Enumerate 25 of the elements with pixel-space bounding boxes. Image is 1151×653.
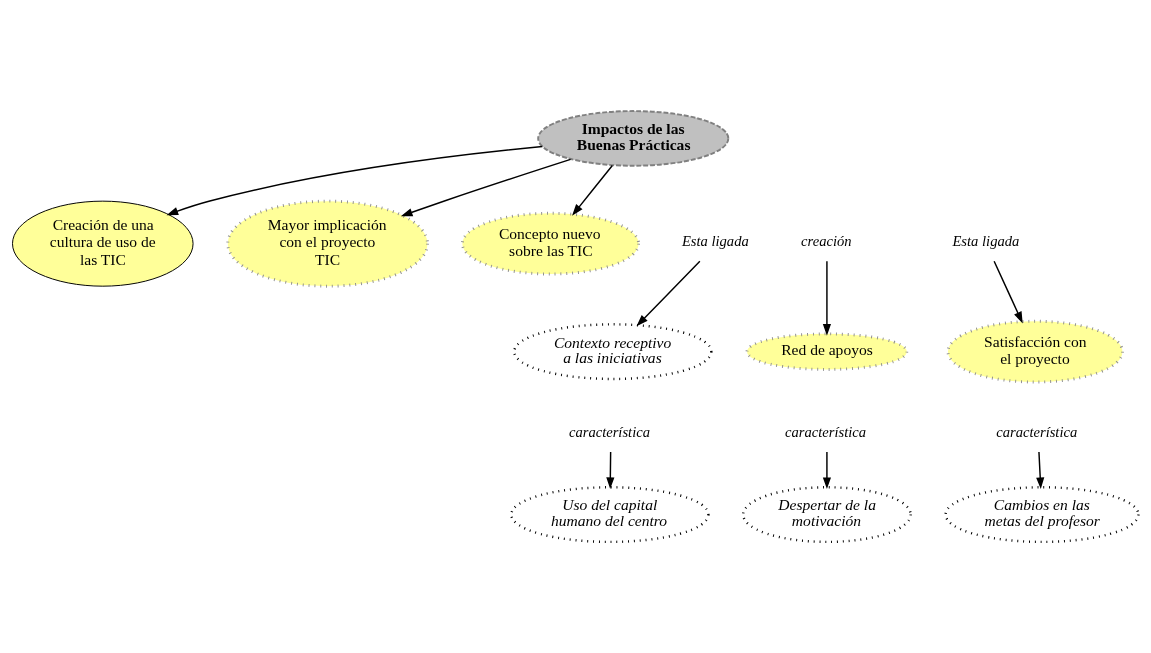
node-text: característica: [996, 423, 1078, 440]
node-ellipse: Creación de una cultura de uso de las TIC: [12, 200, 194, 287]
arrow: [1036, 451, 1045, 490]
node-ellipse: Impactos de las Buenas Prácticas: [537, 110, 730, 167]
arrow: [400, 158, 572, 217]
node-ellipse: Despertar de la motivación: [741, 486, 912, 544]
node-text: característica: [568, 423, 650, 440]
node-text: Esta ligada: [952, 233, 1020, 250]
node-text: característica: [785, 423, 867, 440]
node-ellipse: Cambios en las metas del profesor: [944, 486, 1140, 544]
node-ellipse: Mayor implicación con el proyecto TIC: [226, 199, 429, 288]
node-ellipse: Concepto nuevo sobre las TIC: [460, 211, 641, 276]
node-text: creación: [801, 233, 852, 250]
node-ellipse: Contexto receptivo a las iniciativas: [513, 323, 713, 381]
arrow: [993, 260, 1023, 324]
arrow: [822, 260, 831, 336]
arrow: [636, 260, 701, 327]
arrow: [572, 164, 614, 216]
node-text: Esta ligada: [681, 233, 749, 250]
arrow: [822, 451, 831, 490]
node-ellipse: Uso del capital humano del centro: [510, 486, 710, 544]
arrow: [166, 145, 544, 216]
node-ellipse: Red de apoyos: [745, 332, 909, 371]
arrow: [606, 451, 615, 490]
node-ellipse: Satisfacción con el proyecto: [946, 319, 1124, 384]
